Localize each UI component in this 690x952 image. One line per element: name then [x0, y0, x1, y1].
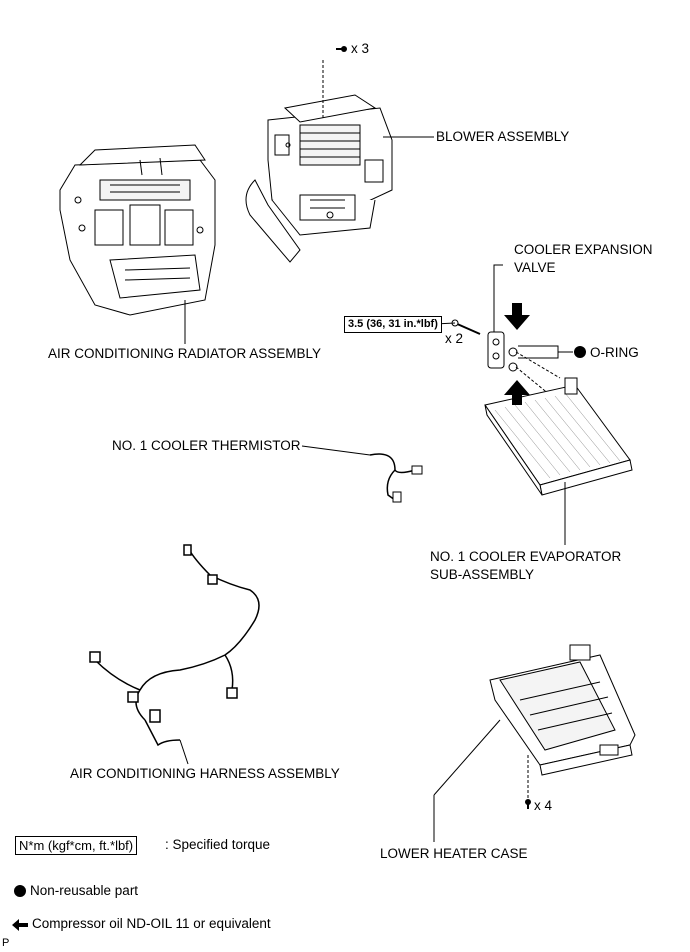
harness-label: AIR CONDITIONING HARNESS ASSEMBLY — [70, 766, 340, 781]
heater-case-screw-qty: x 4 — [534, 798, 553, 813]
corner-mark: P — [2, 937, 10, 949]
evaporator-label-1: NO. 1 COOLER EVAPORATOR — [430, 549, 622, 564]
screw-icon — [525, 799, 531, 809]
torque-spec-box: 3.5 (36, 31 in.*lbf) — [344, 316, 442, 333]
oil-arrow-icon — [504, 380, 530, 405]
o-ring-label: O-RING — [590, 345, 639, 360]
filled-circle-icon — [14, 885, 26, 897]
blower-assembly-drawing — [245, 94, 393, 263]
radiator-assembly-drawing — [59, 144, 216, 316]
legend-compressor-oil: Compressor oil ND-OIL 11 or equivalent — [32, 916, 271, 931]
evaporator-drawing — [484, 377, 633, 496]
legend-torque-unit: N*m (kgf*cm, ft.*lbf) — [15, 836, 138, 855]
legend-torque-desc: : Specified torque — [165, 837, 271, 852]
lower-heater-case-drawing — [489, 644, 636, 776]
bolt-qty: x 2 — [445, 331, 464, 346]
nonreusable-dot-icon — [574, 346, 586, 358]
expansion-valve-label-2: VALVE — [514, 260, 556, 275]
oil-arrow-icon — [504, 303, 530, 330]
blower-assembly-label: BLOWER ASSEMBLY — [436, 129, 570, 144]
radiator-assembly-label: AIR CONDITIONING RADIATOR ASSEMBLY — [48, 346, 322, 361]
thermistor-label: NO. 1 COOLER THERMISTOR — [112, 438, 301, 453]
expansion-valve-drawing — [487, 331, 505, 369]
expansion-valve-label-1: COOLER EXPANSION — [514, 242, 653, 257]
evaporator-label-2: SUB-ASSEMBLY — [430, 567, 535, 582]
screw-icon — [336, 46, 347, 52]
thermistor-drawing — [369, 453, 423, 503]
lower-heater-case-label: LOWER HEATER CASE — [380, 846, 528, 861]
oil-arrow-icon — [12, 919, 28, 931]
blower-screw-qty: x 3 — [351, 41, 370, 56]
legend-nonreusable: Non-reusable part — [30, 883, 139, 898]
harness-drawing — [89, 544, 260, 747]
